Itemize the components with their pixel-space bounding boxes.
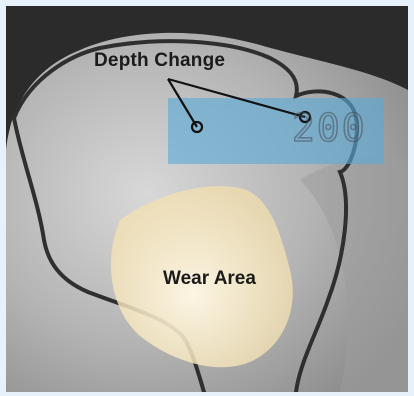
wear-area-label: Wear Area — [163, 268, 256, 290]
depth-change-label: Depth Change — [94, 50, 225, 72]
engraved-number: 200 — [292, 106, 367, 150]
